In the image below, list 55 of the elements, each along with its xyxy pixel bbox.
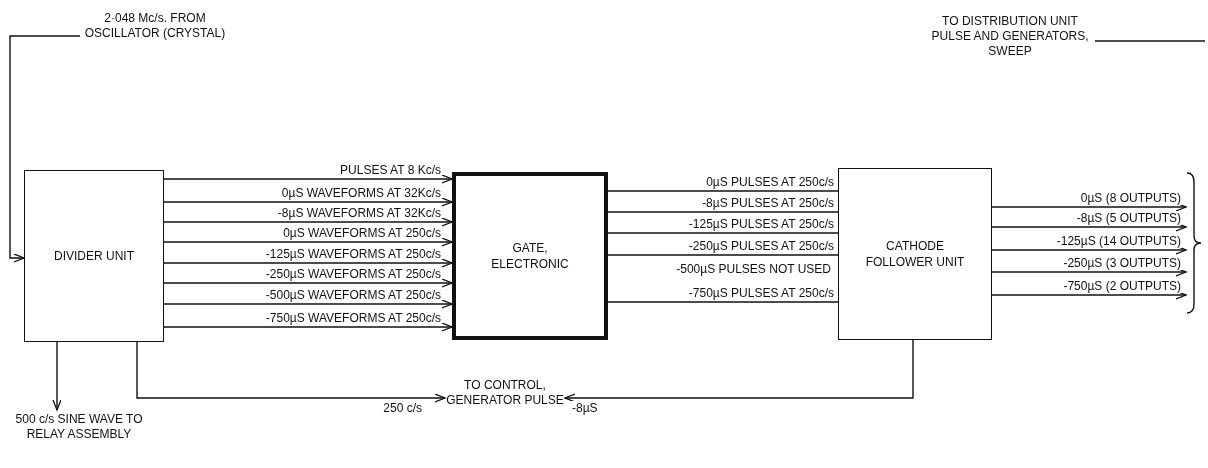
edge-label: 0µS (8 OUTPUTS) (1079, 191, 1182, 205)
arrow (991, 290, 1187, 300)
arrow (163, 278, 453, 288)
arrow (9, 35, 81, 263)
note-text: 500 c/s SINE WAVE TO RELAY ASSEMBLY (14, 412, 144, 442)
edge-label: 0µS PULSES AT 250c/s (705, 175, 835, 189)
unit-label: GATE, ELECTRONIC (490, 240, 570, 272)
edge-label: -750µS (2 OUTPUTS) (1062, 279, 1182, 293)
arrow (52, 341, 62, 411)
unit-box (452, 172, 608, 340)
edge-label: 0µS WAVEFORMS AT 32Kc/s (280, 186, 442, 200)
edge-label: -125µS PULSES AT 250c/s (687, 217, 835, 231)
arrow (991, 202, 1187, 212)
arrow (564, 339, 914, 403)
connector-line (607, 190, 839, 192)
note-text: TO DISTRIBUTION UNIT PULSE AND GENERATORS, SWEEP (930, 13, 1090, 59)
edge-label: -8µS PULSES AT 250c/s (701, 196, 835, 210)
edge-label: -250µS PULSES AT 250c/s (687, 239, 835, 253)
edge-label: -125µS (14 OUTPUTS) (1055, 234, 1182, 248)
brace (1186, 172, 1202, 314)
edge-label: -8µS WAVEFORMS AT 32Kc/s (276, 206, 442, 220)
signal-label: -500µS PULSES NOT USED (675, 262, 832, 276)
unit-label: DIVIDER UNIT (54, 248, 134, 264)
arrow (991, 267, 1187, 277)
arrow (163, 299, 453, 309)
connector-line (1094, 40, 1206, 42)
note-text: 2·048 Mc/s. FROM OSCILLATOR (CRYSTAL) (83, 11, 227, 41)
unit-label: CATHODE FOLLOWER UNIT (864, 238, 966, 270)
arrow (163, 197, 453, 207)
note-text: TO CONTROL, GENERATOR PULSE (445, 378, 565, 408)
edge-label: -8µS (5 OUTPUTS) (1075, 211, 1182, 225)
arrow (163, 217, 453, 227)
arrow (991, 222, 1187, 232)
unit-box (838, 168, 992, 340)
edge-label: -750µS WAVEFORMS AT 250c/s (264, 311, 442, 325)
edge-label: -750µS PULSES AT 250c/s (687, 286, 835, 300)
connector-line (607, 254, 839, 256)
edge-label: -125µS WAVEFORMS AT 250c/s (264, 247, 442, 261)
edge-label: PULSES AT 8 Kc/s (339, 163, 442, 177)
arrow (991, 245, 1187, 255)
arrow (163, 237, 453, 247)
edge-label: -250µS (3 OUTPUTS) (1062, 256, 1182, 270)
connector-line (607, 211, 839, 213)
arrow (136, 341, 446, 403)
edge-label: 250 c/s (382, 401, 423, 415)
edge-label: -500µS WAVEFORMS AT 250c/s (264, 288, 442, 302)
unit-box (24, 170, 164, 342)
edge-label: -250µS WAVEFORMS AT 250c/s (264, 267, 442, 281)
edge-label: -8µS (571, 401, 599, 415)
edge-label: 0µS WAVEFORMS AT 250c/s (282, 226, 442, 240)
connector-line (607, 232, 839, 234)
arrow (163, 322, 453, 332)
arrow (163, 174, 453, 184)
connector-line (607, 301, 839, 303)
arrow (163, 258, 453, 268)
